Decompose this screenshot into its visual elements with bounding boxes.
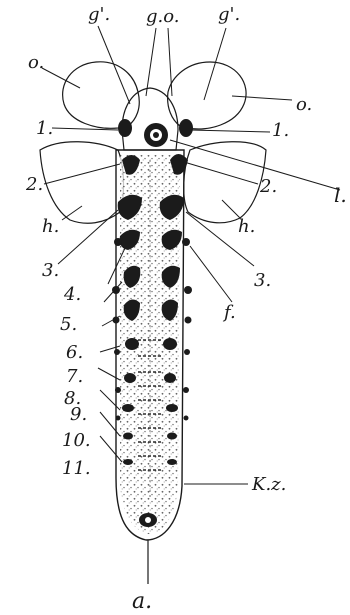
- label-g-right: g'.: [218, 4, 240, 25]
- label-1-right: 1.: [272, 120, 289, 141]
- label-6: 6.: [66, 342, 83, 363]
- label-5: 5.: [60, 314, 77, 335]
- label-10: 10.: [62, 430, 91, 451]
- label-4: 4.: [63, 284, 81, 305]
- optic-lobe-right: [168, 62, 246, 129]
- label-11: 11.: [62, 458, 91, 479]
- label-go: g.o.: [146, 6, 180, 27]
- label-1-left: 1.: [36, 118, 53, 139]
- label-g-left: g'.: [88, 4, 110, 25]
- label-2-left: 2.: [25, 174, 43, 195]
- optic-lobe-left: [63, 62, 140, 128]
- label-o-left: o.: [28, 52, 44, 73]
- label-a: a.: [132, 589, 152, 614]
- label-h-right: h.: [238, 216, 255, 237]
- label-h-left: h.: [42, 216, 59, 237]
- label-9: 9.: [70, 404, 87, 425]
- label-kz: K.z.: [251, 474, 286, 495]
- label-3-right: 3.: [254, 270, 271, 291]
- lateral-plate-left: [40, 142, 124, 224]
- label-o-right: o.: [296, 94, 312, 115]
- label-f: f.: [222, 302, 236, 323]
- label-3-left: 3.: [42, 260, 59, 281]
- label-7: 7.: [66, 366, 83, 387]
- label-l: l.: [334, 183, 347, 207]
- label-2-right: 2.: [259, 176, 277, 197]
